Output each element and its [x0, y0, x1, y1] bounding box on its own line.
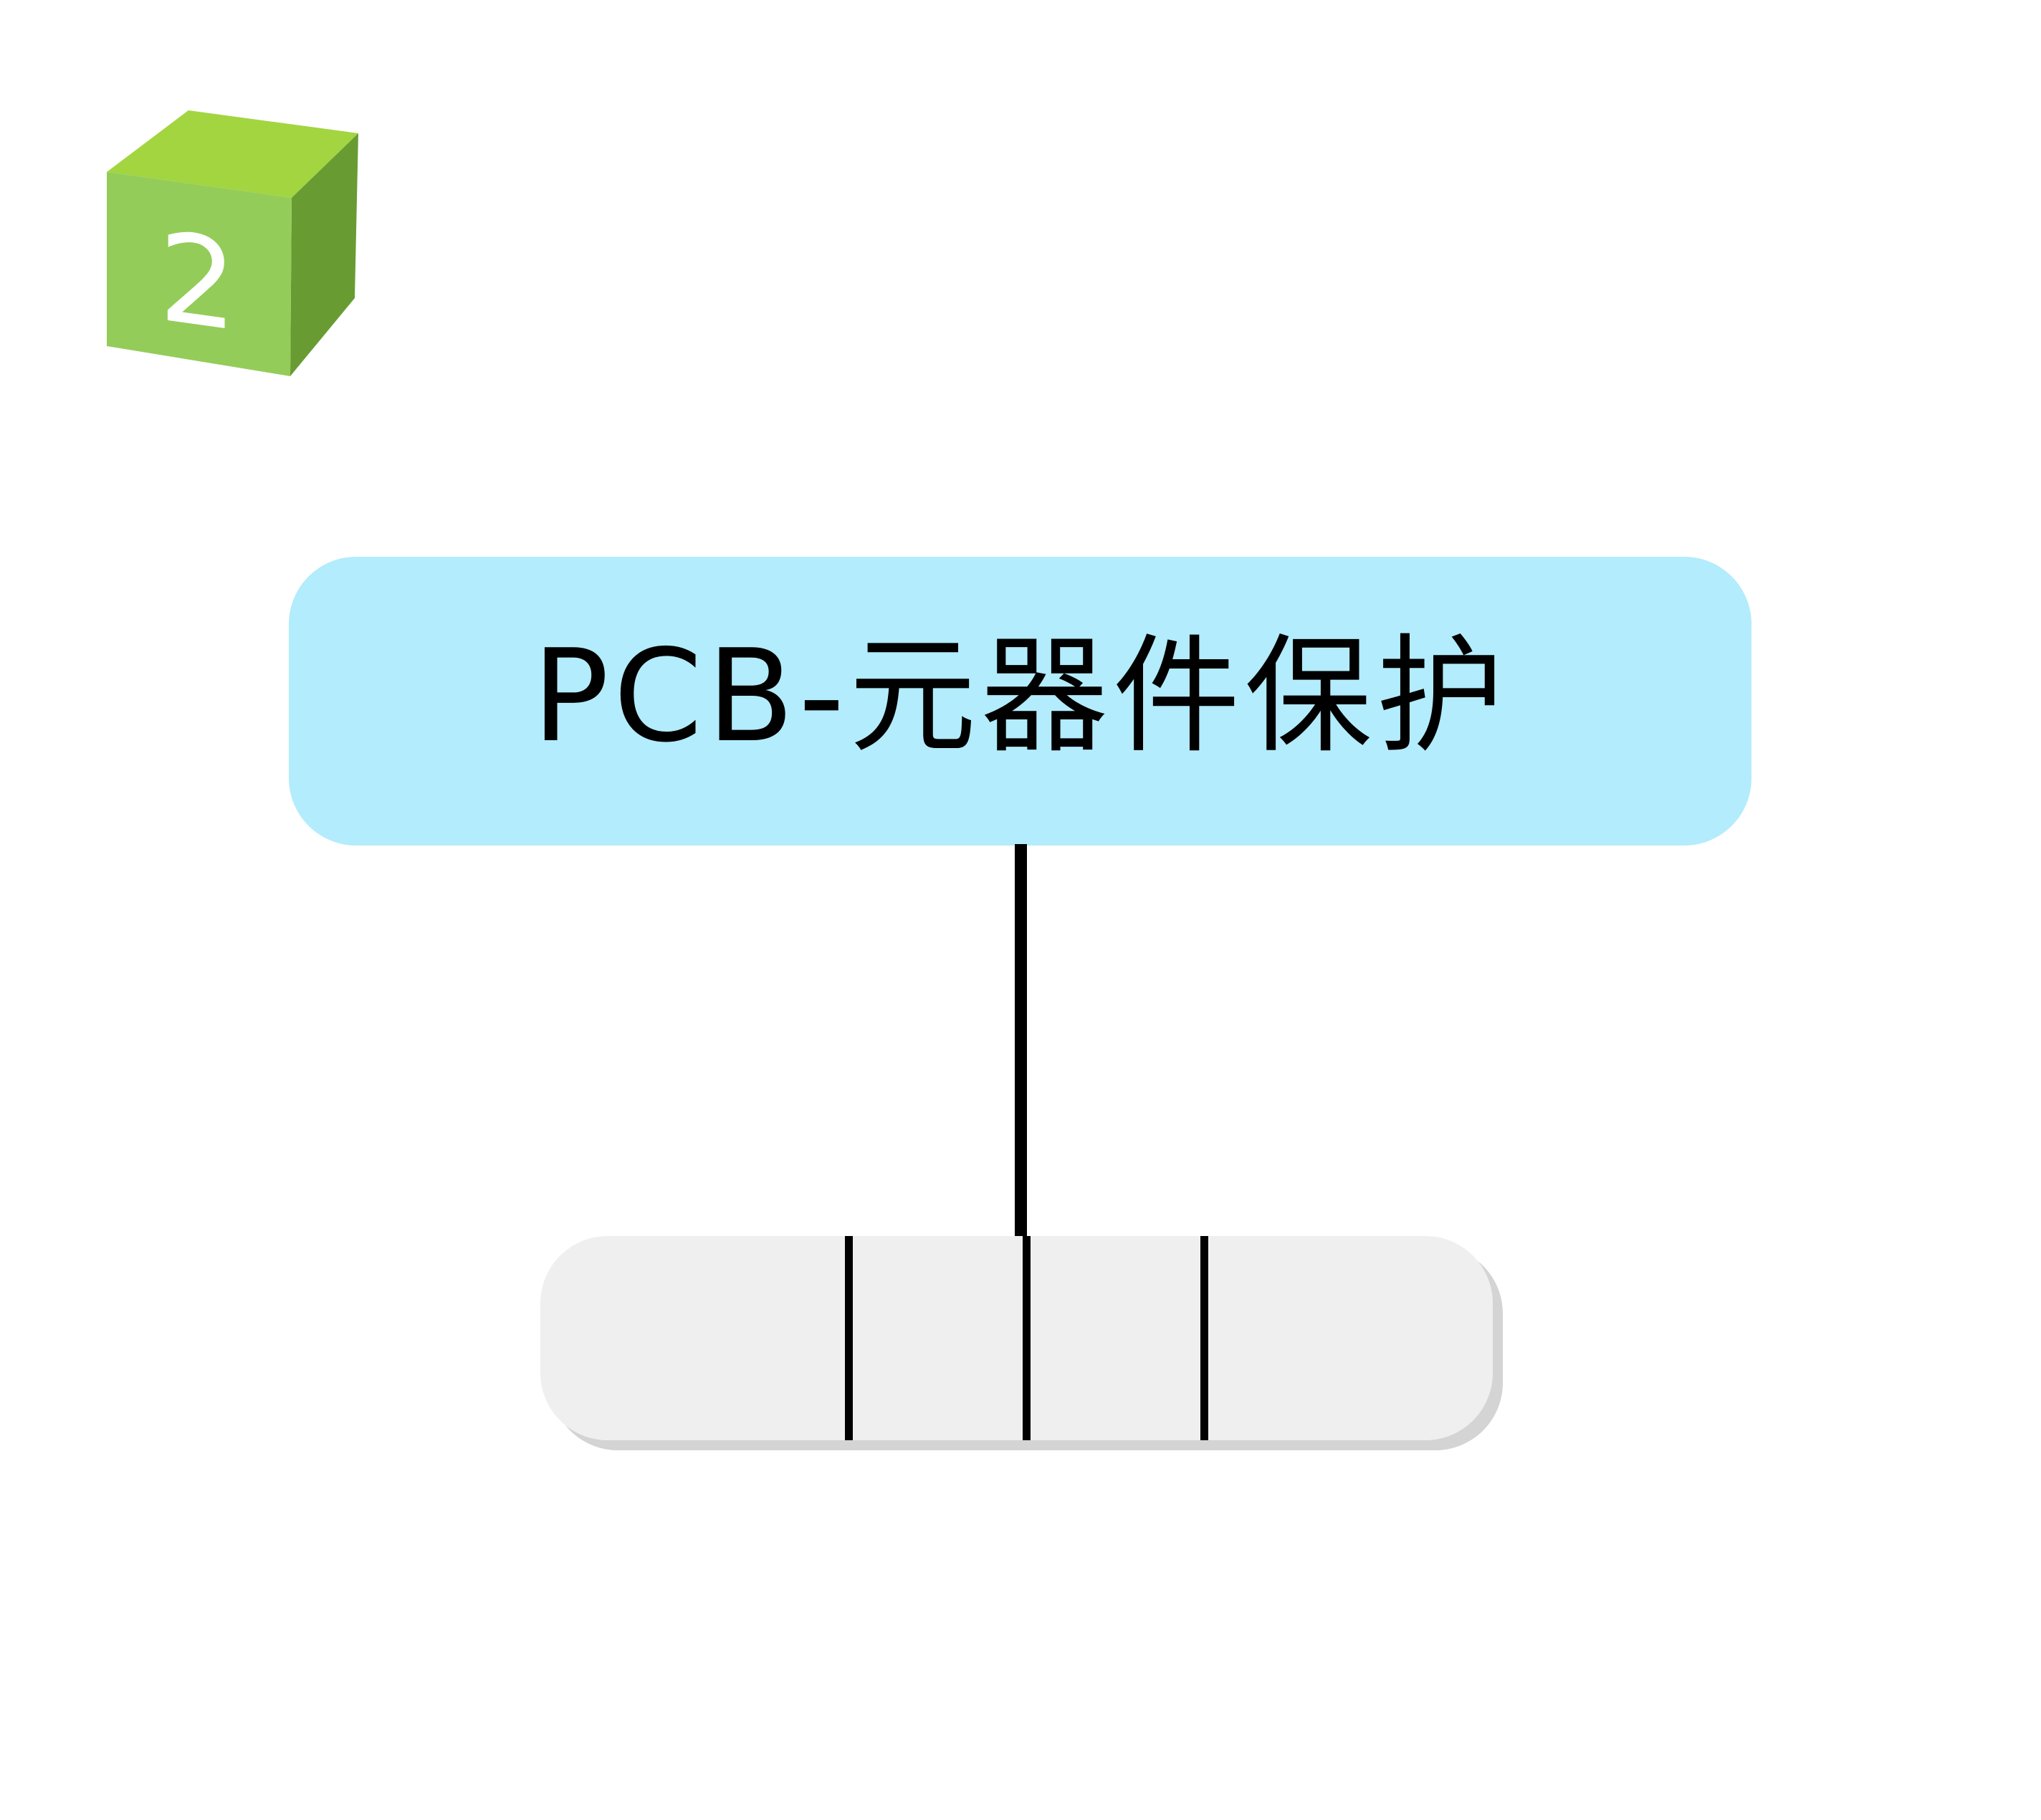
number-cube-badge: 2: [107, 110, 358, 376]
root-node-title: PCB-元器件保护: [532, 621, 1509, 770]
cube-front-face: [107, 172, 292, 376]
child-node-divider: [1023, 1236, 1031, 1440]
root-node[interactable]: PCB-元器件保护: [289, 557, 1751, 846]
connector-line: [1015, 844, 1027, 1237]
cube-number: 2: [158, 205, 236, 359]
cube-top-face: [107, 110, 358, 198]
child-node-divider: [1200, 1236, 1208, 1440]
cube-side-face: [290, 133, 358, 376]
child-node[interactable]: [540, 1236, 1493, 1440]
child-node-divider: [845, 1236, 853, 1440]
